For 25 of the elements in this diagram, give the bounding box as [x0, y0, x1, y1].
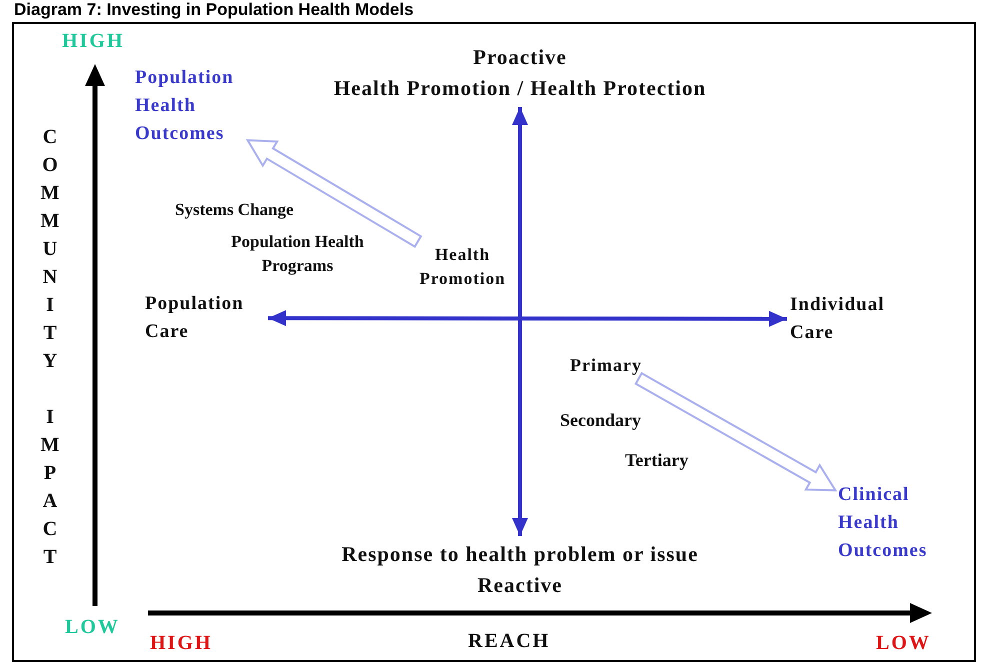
scale-label: HIGH — [62, 30, 124, 53]
stage-label: Tertiary — [625, 450, 688, 471]
stage-label: Systems Change — [175, 200, 294, 220]
block-arrow — [634, 372, 838, 492]
block-arrow — [246, 139, 422, 248]
axis-end-label: Population Care — [145, 292, 245, 344]
stage-label: Primary — [570, 354, 643, 377]
stage-label: Secondary — [560, 410, 641, 431]
scale-label: HIGH — [150, 632, 212, 655]
scale-label: LOW — [65, 616, 120, 639]
scale-label: LOW — [876, 632, 931, 655]
double-arrow — [268, 310, 787, 327]
axis-title: REACH — [468, 630, 550, 653]
stage-label: Population Health Programs — [230, 231, 365, 277]
axis-end-label: Individual Care — [790, 293, 886, 345]
double-arrow — [512, 107, 528, 536]
outcome-label: Clinical Health Outcomes — [838, 483, 928, 563]
diagram-title: Diagram 7: Investing in Population Health Models — [14, 0, 414, 20]
axis-title: COMMUNITY IMPACT — [38, 126, 62, 574]
stage-label: Health Promotion — [418, 244, 507, 290]
axis-end-label: Response to health problem or issue — [340, 541, 700, 568]
axis-end-label: Proactive — [472, 44, 568, 71]
axis-end-label: Reactive — [476, 572, 564, 599]
outcome-label: Population Health Outcomes — [135, 66, 235, 146]
axis-end-label: Health Promotion / Health Protection — [332, 75, 708, 102]
